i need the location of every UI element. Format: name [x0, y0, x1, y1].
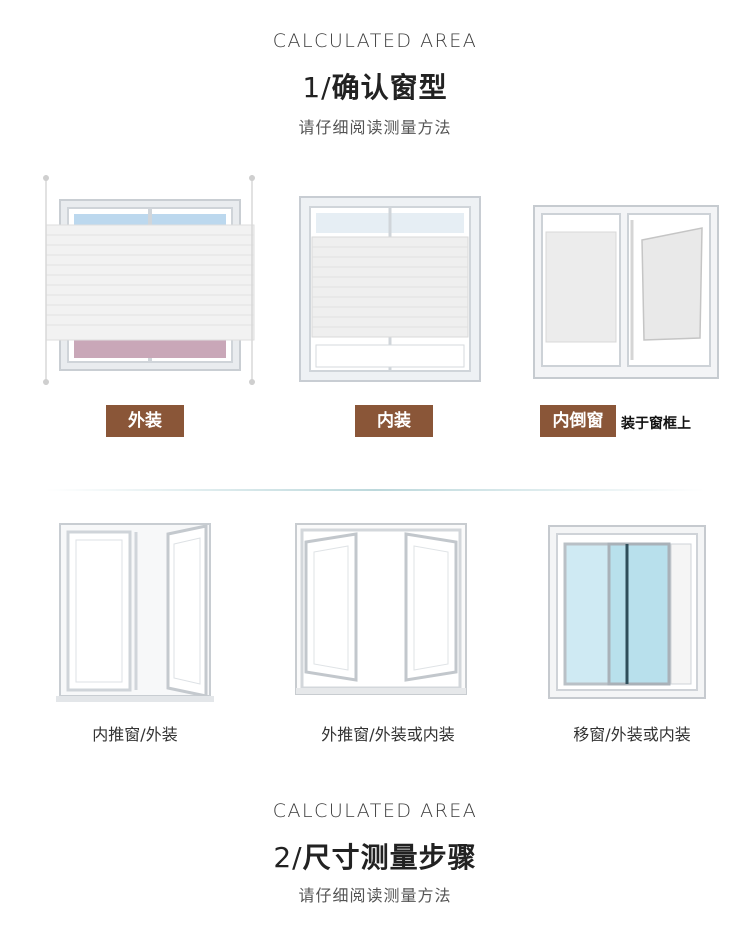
section1-eyebrow: CALCULATED AREA [272, 30, 478, 52]
section1-subtitle: 请仔细阅读测量方法 [298, 118, 452, 137]
section1-number: 1/ [302, 71, 332, 104]
section2-eyebrow: CALCULATED AREA [272, 800, 478, 822]
outward-casement-window-image [295, 523, 467, 695]
section2-subtitle: 请仔细阅读测量方法 [298, 886, 452, 905]
sliding-window-image [548, 525, 706, 699]
section2-number: 2/ [273, 841, 303, 874]
inward-casement-caption: 内推窗/外装 [92, 725, 178, 744]
section2-title: 尺寸测量步骤 [302, 841, 477, 874]
tilt-window-image [533, 205, 719, 379]
section1-heading: 1/确认窗型 [0, 66, 750, 106]
outward-casement-caption: 外推窗/外装或内装 [321, 725, 455, 744]
outside-mount-window-image [43, 175, 255, 385]
outside-mount-tag: 外装 [106, 405, 184, 437]
section2-heading: 2/尺寸测量步骤 [0, 836, 750, 876]
tilt-window-note: 装于窗框上 [621, 416, 691, 432]
inside-mount-tag: 内装 [355, 405, 433, 437]
tilt-window-tag: 内倒窗 [540, 405, 616, 437]
sliding-window-caption: 移窗/外装或内装 [573, 725, 691, 744]
inside-mount-window-image [299, 196, 481, 382]
section-divider [45, 489, 705, 491]
section1-title: 确认窗型 [331, 71, 448, 104]
inward-casement-window-image [56, 523, 214, 702]
